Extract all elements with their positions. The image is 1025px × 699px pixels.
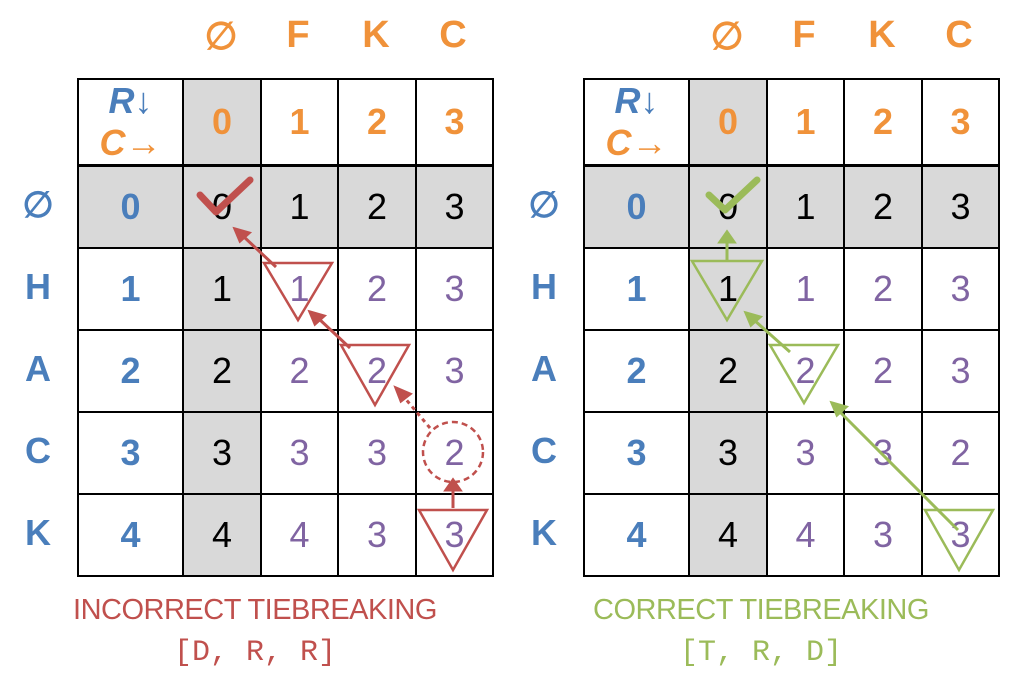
matrix-cell: 2	[921, 410, 1000, 495]
matrix-cell: 2	[182, 328, 262, 413]
col-letter-empty: ∅	[204, 16, 238, 58]
panel-incorrect: ∅ F K C ∅ H A C K R↓ C→ 0 1 2 3 0 0 1 2 …	[0, 0, 510, 699]
row-letter-a: A	[531, 348, 557, 389]
header-row: R↓ C→ 0 1 2 3	[77, 78, 494, 167]
matrix-cell: 2	[337, 164, 417, 249]
row-letter-h: H	[531, 266, 557, 307]
col-index-cell: 3	[921, 78, 1000, 167]
row-index-cell: 0	[77, 164, 184, 249]
panel-correct: ∅ F K C ∅ H A C K R↓ C→ 0 1 2 3 0 0 1 2 …	[506, 0, 1016, 699]
matrix-cell: 3	[766, 410, 845, 495]
table-row: 3 3 3 3 2	[77, 410, 494, 495]
col-letter-k: K	[362, 14, 390, 56]
col-letter-c: C	[945, 14, 973, 56]
row-index-cell: 2	[583, 328, 690, 413]
matrix-cell: 3	[688, 410, 768, 495]
matrix-cell: 1	[688, 246, 768, 331]
table-row: 4 4 4 3 3	[583, 492, 1000, 577]
matrix-cell: 3	[337, 410, 417, 495]
col-index-cell: 2	[337, 78, 417, 167]
col-letter-empty: ∅	[710, 16, 744, 58]
matrix-cell: 3	[337, 492, 417, 577]
matrix-cell: 2	[337, 246, 417, 331]
matrix-cell: 1	[766, 164, 845, 249]
table-row: 3 3 3 3 2	[583, 410, 1000, 495]
table-row: 2 2 2 2 3	[77, 328, 494, 413]
matrix-cell: 2	[260, 328, 339, 413]
row-index-cell: 3	[77, 410, 184, 495]
matrix-cell: 1	[766, 246, 845, 331]
matrix-cell: 4	[688, 492, 768, 577]
matrix-cell: 1	[260, 164, 339, 249]
matrix-cell: 2	[337, 328, 417, 413]
row-letter-empty: ∅	[528, 184, 560, 225]
row-letter-empty: ∅	[22, 184, 54, 225]
matrix-cell: 2	[766, 328, 845, 413]
col-index-cell: 1	[260, 78, 339, 167]
row-index-cell: 0	[583, 164, 690, 249]
row-letter-a: A	[25, 348, 51, 389]
col-index-cell: 0	[688, 78, 768, 167]
row-letter-c: C	[25, 430, 51, 471]
row-letter-k: K	[531, 512, 557, 553]
matrix-cell: 2	[843, 246, 923, 331]
dp-table: R↓ C→ 0 1 2 3 0 0 1 2 3 1 1 1 2 3 2 2 2 …	[583, 78, 1000, 577]
matrix-cell: 2	[415, 410, 494, 495]
matrix-cell: 3	[921, 164, 1000, 249]
path-sequence: [T, R, D]	[679, 636, 843, 670]
matrix-cell: 3	[182, 410, 262, 495]
path-sequence: [D, R, R]	[173, 636, 337, 670]
row-letter-c: C	[531, 430, 557, 471]
row-index-cell: 2	[77, 328, 184, 413]
matrix-cell: 1	[260, 246, 339, 331]
matrix-cell: 3	[921, 246, 1000, 331]
table-row: 0 0 1 2 3	[583, 164, 1000, 249]
matrix-cell: 2	[843, 164, 923, 249]
matrix-cell: 3	[415, 246, 494, 331]
matrix-cell: 1	[182, 246, 262, 331]
table-row: 2 2 2 2 3	[583, 328, 1000, 413]
matrix-cell: 4	[182, 492, 262, 577]
table-row: 1 1 1 2 3	[583, 246, 1000, 331]
row-index-cell: 4	[583, 492, 690, 577]
matrix-cell: 0	[182, 164, 262, 249]
panel-title: CORRECT TIEBREAKING	[593, 594, 929, 626]
row-index-cell: 1	[77, 246, 184, 331]
matrix-cell: 3	[260, 410, 339, 495]
table-row: 1 1 1 2 3	[77, 246, 494, 331]
matrix-cell: 3	[843, 492, 923, 577]
corner-label: R↓ C→	[583, 78, 690, 167]
matrix-cell: 3	[415, 492, 494, 577]
col-index-cell: 1	[766, 78, 845, 167]
row-index-cell: 1	[583, 246, 690, 331]
col-letter-c: C	[439, 14, 467, 56]
col-index-cell: 0	[182, 78, 262, 167]
header-row: R↓ C→ 0 1 2 3	[583, 78, 1000, 167]
matrix-cell: 4	[260, 492, 339, 577]
col-index-cell: 3	[415, 78, 494, 167]
table-row: 0 0 1 2 3	[77, 164, 494, 249]
col-letter-k: K	[868, 14, 896, 56]
row-letter-h: H	[25, 266, 51, 307]
dp-table: R↓ C→ 0 1 2 3 0 0 1 2 3 1 1 1 2 3 2 2 2 …	[77, 78, 494, 577]
matrix-cell: 3	[921, 492, 1000, 577]
panel-title: INCORRECT TIEBREAKING	[73, 594, 437, 626]
row-letter-k: K	[25, 512, 51, 553]
col-index-cell: 2	[843, 78, 923, 167]
matrix-cell: 3	[415, 328, 494, 413]
matrix-cell: 2	[688, 328, 768, 413]
matrix-cell: 3	[415, 164, 494, 249]
corner-label: R↓ C→	[77, 78, 184, 167]
row-index-cell: 3	[583, 410, 690, 495]
matrix-cell: 0	[688, 164, 768, 249]
matrix-cell: 3	[921, 328, 1000, 413]
col-letter-f: F	[286, 14, 310, 56]
matrix-cell: 2	[843, 328, 923, 413]
col-letter-f: F	[792, 14, 816, 56]
row-index-cell: 4	[77, 492, 184, 577]
table-row: 4 4 4 3 3	[77, 492, 494, 577]
matrix-cell: 4	[766, 492, 845, 577]
matrix-cell: 3	[843, 410, 923, 495]
